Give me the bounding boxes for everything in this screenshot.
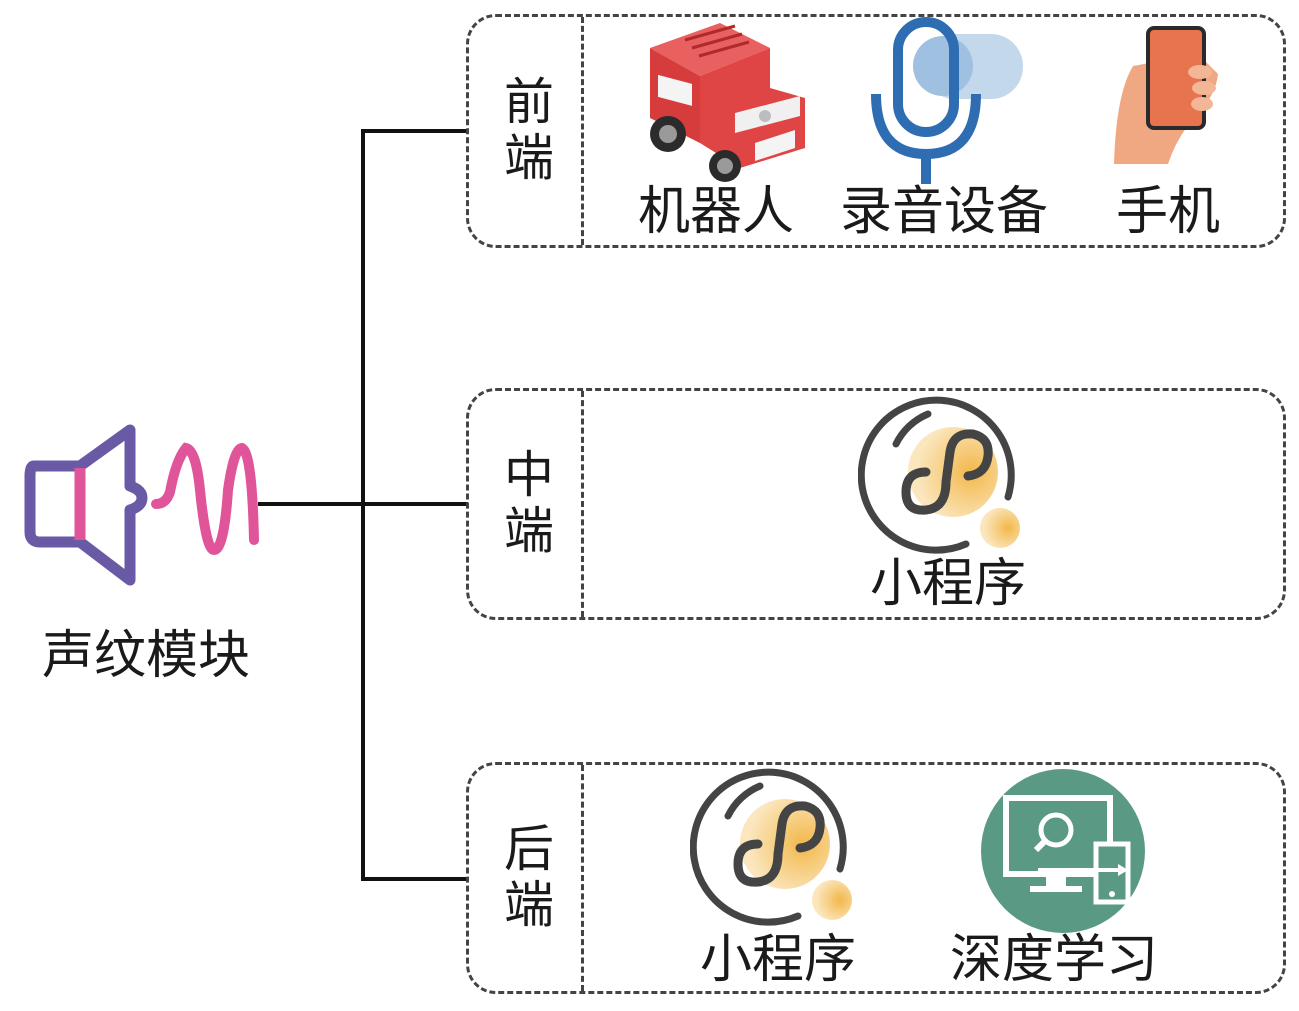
phone-in-hand-icon — [1114, 26, 1218, 164]
microphone-icon — [871, 17, 1023, 184]
item-label-robot: 机器人 — [637, 182, 795, 242]
item-label-phone: 手机 — [1115, 182, 1221, 242]
deep-learning-monitor-icon — [981, 769, 1145, 933]
mini-program-icon — [690, 768, 852, 926]
item-label-recorder: 录音设备 — [839, 182, 1049, 242]
connector-to-back — [361, 877, 468, 881]
tier-divider — [581, 17, 584, 245]
tier-label-front: 前端 — [496, 75, 554, 187]
item-label-mini-program-middle: 小程序 — [869, 554, 1027, 614]
tier-label-middle: 中端 — [496, 448, 554, 560]
connector-to-front — [361, 129, 468, 133]
module-label: 声纹模块 — [42, 626, 251, 686]
tier-divider — [581, 765, 584, 991]
item-label-deep-learning: 深度学习 — [949, 930, 1159, 990]
tier-middle-end: 中端 — [466, 388, 1286, 620]
speaker-soundwave-icon — [24, 424, 259, 586]
tier-back-end: 后端 — [466, 762, 1286, 994]
item-label-mini-program-back: 小程序 — [699, 930, 857, 990]
tier-divider — [581, 391, 584, 617]
robot-car-icon — [650, 23, 805, 182]
tier-label-back: 后端 — [496, 822, 554, 934]
mini-program-icon — [858, 396, 1020, 554]
connector-trunk-vertical — [361, 129, 365, 881]
tier-front-end: 前端 — [466, 14, 1286, 248]
